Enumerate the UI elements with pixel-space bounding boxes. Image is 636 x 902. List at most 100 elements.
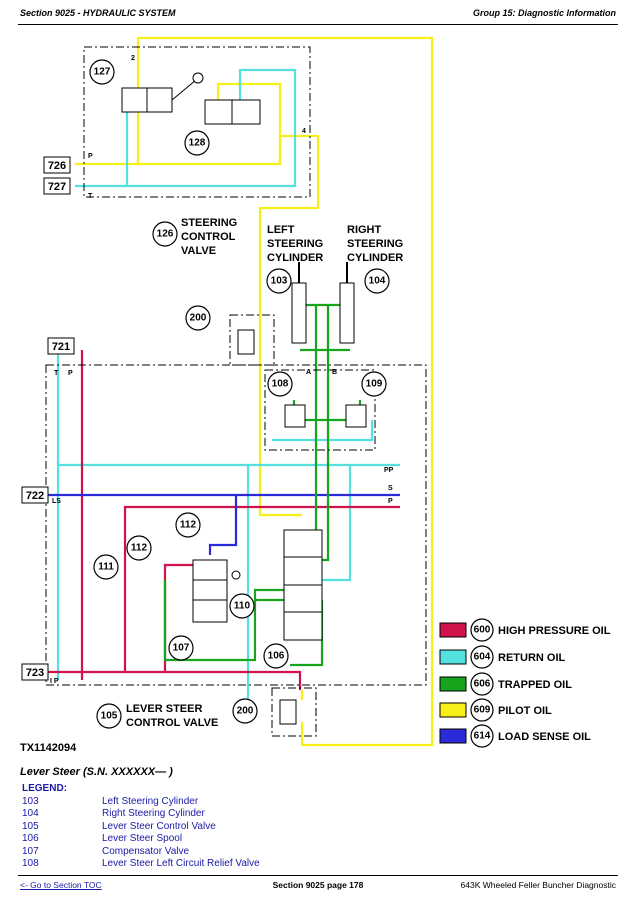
port-label-p-lever: P xyxy=(68,370,73,377)
pilot-oil-lines xyxy=(75,36,434,747)
callout-105: 105 xyxy=(96,703,122,729)
oil-legend-load-sense: 614 LOAD SENSE OIL xyxy=(439,724,591,748)
right-steering-cylinder-title: RIGHT STEERING CYLINDER xyxy=(347,224,403,264)
sensor-200-bottom-symbol xyxy=(279,699,297,725)
legend-title: LEGEND: xyxy=(22,783,67,794)
callout-108: 108 xyxy=(267,371,293,397)
footer-rule xyxy=(18,875,618,876)
load-sense-oil-lines xyxy=(40,493,400,555)
svg-text:727: 727 xyxy=(48,181,66,193)
svg-text:721: 721 xyxy=(52,341,70,353)
relief-valve-108-symbol xyxy=(284,404,306,428)
svg-text:RIGHT: RIGHT xyxy=(347,224,382,236)
port-label-ip: I P xyxy=(50,678,59,685)
svg-text:108: 108 xyxy=(272,379,289,390)
svg-text:CONTROL VALVE: CONTROL VALVE xyxy=(126,717,218,729)
callout-103: 103 xyxy=(266,268,292,294)
callout-107: 107 xyxy=(168,635,194,661)
svg-text:723: 723 xyxy=(26,667,44,679)
port-727: 727 xyxy=(43,177,71,195)
svg-text:614: 614 xyxy=(474,731,491,742)
steering-control-valve-boundary xyxy=(83,46,311,198)
svg-text:107: 107 xyxy=(173,643,190,654)
svg-text:112: 112 xyxy=(131,543,148,554)
svg-text:LEVER STEER: LEVER STEER xyxy=(126,703,202,715)
relief-valve-109-symbol xyxy=(345,404,367,428)
port-723: 723 xyxy=(21,663,49,681)
oil-legend-trapped: 606 TRAPPED OIL xyxy=(439,672,572,696)
oil-legend-return: 604 RETURN OIL xyxy=(439,645,566,669)
compensator-valve-symbol xyxy=(192,559,228,623)
port-label-p-right: P xyxy=(388,498,393,505)
port-label-2: 2 xyxy=(131,55,135,62)
figure-id: TX1142094 xyxy=(20,742,77,754)
svg-text:106: 106 xyxy=(268,651,285,662)
callout-112-lower: 112 xyxy=(126,535,152,561)
svg-text:200: 200 xyxy=(190,313,207,324)
hydraulic-schematic: 726 727 721 722 723 2 4 P T T P A B PP S… xyxy=(21,36,611,748)
svg-text:128: 128 xyxy=(189,138,206,149)
svg-text:606: 606 xyxy=(474,679,491,690)
lever-steer-spool-symbol xyxy=(283,529,323,641)
left-cylinder-symbol xyxy=(291,262,307,344)
port-label-pp: PP xyxy=(384,467,394,474)
svg-text:TRAPPED OIL: TRAPPED OIL xyxy=(498,679,572,691)
go-to-section-toc-link[interactable]: <- Go to Section TOC xyxy=(20,880,102,890)
svg-text:STEERING: STEERING xyxy=(181,217,237,229)
svg-text:604: 604 xyxy=(474,652,491,663)
svg-text:RETURN OIL: RETURN OIL xyxy=(498,652,566,664)
lever-steer-control-valve-title: LEVER STEER CONTROL VALVE xyxy=(126,703,218,729)
callout-200-bottom: 200 xyxy=(232,698,258,724)
header-section: Section 9025 - HYDRAULIC SYSTEM xyxy=(20,8,176,18)
valve-128-symbol xyxy=(204,99,261,125)
callout-104: 104 xyxy=(364,268,390,294)
header-rule xyxy=(18,24,618,25)
svg-text:PILOT OIL: PILOT OIL xyxy=(498,705,552,717)
svg-text:103: 103 xyxy=(271,276,288,287)
steering-control-valve-title: STEERING CONTROL VALVE xyxy=(181,217,237,257)
footer-manual-title: 643K Wheeled Feller Buncher Diagnostic xyxy=(460,880,616,890)
port-721: 721 xyxy=(47,337,75,355)
callout-126: 126 xyxy=(152,221,178,247)
header-group: Group 15: Diagnostic Information xyxy=(472,8,616,18)
svg-text:LOAD SENSE OIL: LOAD SENSE OIL xyxy=(498,731,591,743)
oil-legend-high-pressure: 600 HIGH PRESSURE OIL xyxy=(439,618,611,642)
lever-steer-valve-boundary xyxy=(45,364,427,686)
figure-caption: Lever Steer (S.N. XXXXXX— ) xyxy=(20,766,173,778)
port-label-b: B xyxy=(332,369,337,376)
valve-127-symbol xyxy=(121,72,204,113)
svg-text:CYLINDER: CYLINDER xyxy=(267,252,323,264)
port-726: 726 xyxy=(43,156,71,174)
port-label-a: A xyxy=(306,369,311,376)
port-label-t: T xyxy=(88,193,93,200)
oil-legend: 600 HIGH PRESSURE OIL 604 RETURN OIL 606… xyxy=(439,618,611,748)
svg-text:609: 609 xyxy=(474,705,491,716)
svg-text:LEFT: LEFT xyxy=(267,224,295,236)
relief-valve-boundary xyxy=(264,369,376,451)
callout-128: 128 xyxy=(184,130,210,156)
footer-page: Section 9025 page 178 xyxy=(272,880,364,890)
svg-text:105: 105 xyxy=(101,711,118,722)
port-label-p: P xyxy=(88,153,93,160)
callout-200-top: 200 xyxy=(185,305,211,331)
svg-text:722: 722 xyxy=(26,490,44,502)
svg-text:HIGH PRESSURE OIL: HIGH PRESSURE OIL xyxy=(498,625,611,637)
svg-text:110: 110 xyxy=(234,601,251,612)
svg-text:CYLINDER: CYLINDER xyxy=(347,252,403,264)
svg-text:104: 104 xyxy=(369,276,386,287)
svg-text:126: 126 xyxy=(157,229,174,240)
callout-109: 109 xyxy=(361,371,387,397)
svg-text:200: 200 xyxy=(237,706,254,717)
port-722: 722 xyxy=(21,486,49,504)
callout-111: 111 xyxy=(93,554,119,580)
high-pressure-oil-lines xyxy=(40,350,400,690)
svg-text:109: 109 xyxy=(366,379,383,390)
svg-text:112: 112 xyxy=(180,520,197,531)
svg-text:STEERING: STEERING xyxy=(347,238,403,250)
